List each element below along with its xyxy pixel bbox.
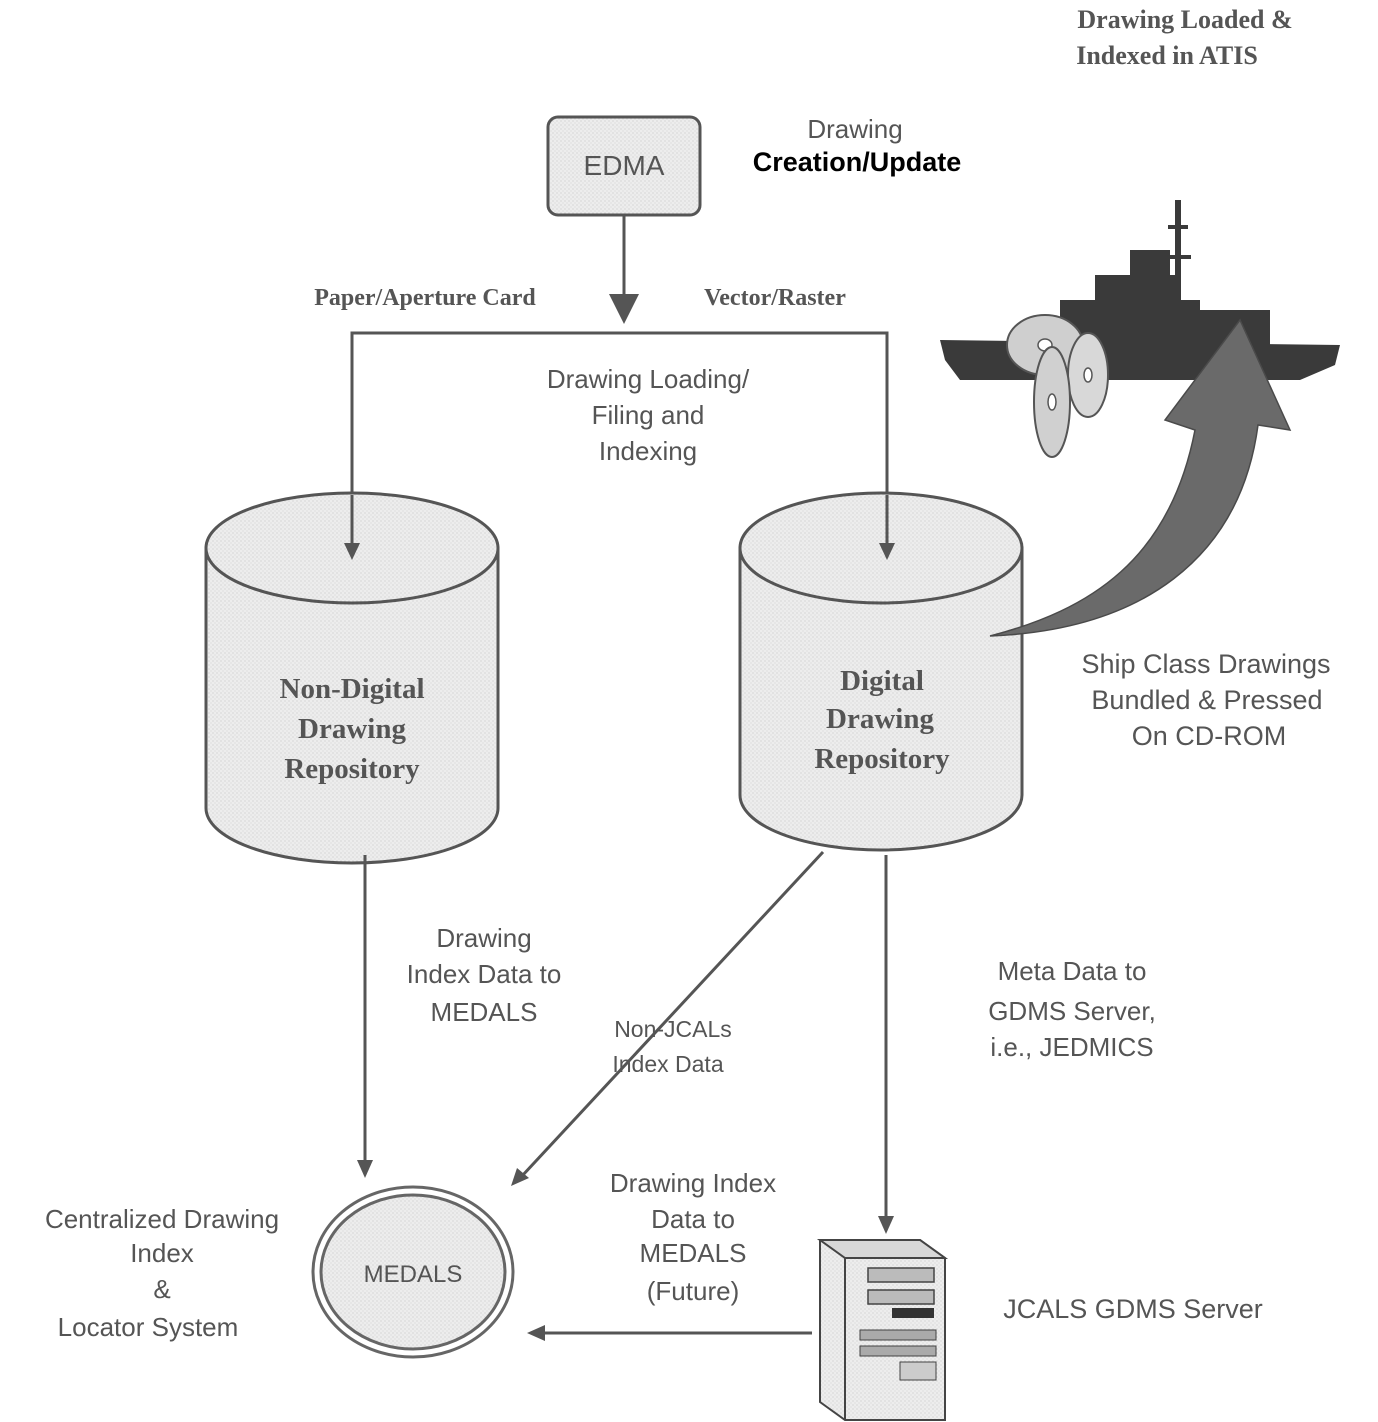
branch-label-left: Paper/Aperture Card: [314, 285, 536, 311]
non-digital-line3: Repository: [284, 753, 420, 785]
edma-box-label: EDMA: [584, 150, 665, 181]
ship-icon: [940, 200, 1340, 380]
loading-label-line1: Drawing Loading/: [547, 364, 750, 394]
atis-label-line2: Indexed in ATIS: [1076, 41, 1258, 70]
cdrom-label-line3: On CD-ROM: [1132, 721, 1287, 751]
non-digital-to-medals-head: [357, 1160, 373, 1178]
medals-node: MEDALS: [311, 1185, 515, 1359]
medals-caption-line4: Locator System: [58, 1312, 239, 1342]
digital-to-medals-head: [511, 1168, 529, 1186]
digital-inlet-head: [879, 543, 895, 560]
future-label-line1: Drawing Index: [610, 1168, 776, 1198]
edma-caption-line1: Drawing: [807, 114, 902, 144]
edma-caption-line2: Creation/Update: [753, 147, 962, 177]
loading-label-line3: Indexing: [599, 436, 697, 466]
future-label-line2: Data to: [651, 1204, 735, 1234]
meta-data-line3: i.e., JEDMICS: [990, 1032, 1153, 1062]
non-jcals-line1: Non-JCALs: [614, 1016, 732, 1042]
branch-label-right: Vector/Raster: [704, 285, 846, 311]
non-digital-inlet-head: [344, 543, 360, 560]
cdrom-label-line1: Ship Class Drawings: [1081, 649, 1330, 679]
server-tower-icon: [816, 1239, 949, 1421]
cd-rom-icon: [1006, 314, 1109, 458]
index-to-medals-line2: Index Data to: [407, 959, 562, 989]
cdrom-label-line2: Bundled & Pressed: [1091, 685, 1322, 715]
digital-line2: Drawing: [826, 703, 934, 735]
digital-to-medals-line: [520, 850, 825, 1178]
non-digital-line2: Drawing: [298, 713, 406, 745]
digital-to-server-head: [878, 1216, 894, 1234]
edma-node: EDMA: [546, 115, 702, 217]
atis-label-line1: Drawing Loaded &: [1077, 5, 1292, 34]
non-jcals-line2: Index Data: [612, 1051, 723, 1077]
medals-caption-line2: Index: [130, 1238, 194, 1268]
meta-data-line1: Meta Data to: [998, 956, 1147, 986]
meta-data-line2: GDMS Server,: [988, 996, 1156, 1026]
medals-caption-line3: &: [153, 1274, 170, 1304]
index-to-medals-line1: Drawing: [436, 923, 531, 953]
digital-repository-cylinder: [738, 491, 1024, 852]
future-label-line3: MEDALS: [640, 1238, 747, 1268]
cd-rom-curved-arrow: [989, 318, 1292, 637]
medals-caption-line1: Centralized Drawing: [45, 1204, 279, 1234]
non-digital-line1: Non-Digital: [280, 673, 425, 705]
future-label-line4: (Future): [647, 1276, 739, 1306]
server-label: JCALS GDMS Server: [1003, 1294, 1263, 1324]
digital-line1: Digital: [840, 665, 924, 697]
digital-line3: Repository: [814, 743, 950, 775]
server-to-medals-head: [527, 1325, 545, 1341]
index-to-medals-line3: MEDALS: [431, 997, 538, 1027]
medals-label: MEDALS: [364, 1261, 463, 1288]
branch-line: [350, 331, 889, 553]
loading-label-line2: Filing and: [592, 400, 705, 430]
